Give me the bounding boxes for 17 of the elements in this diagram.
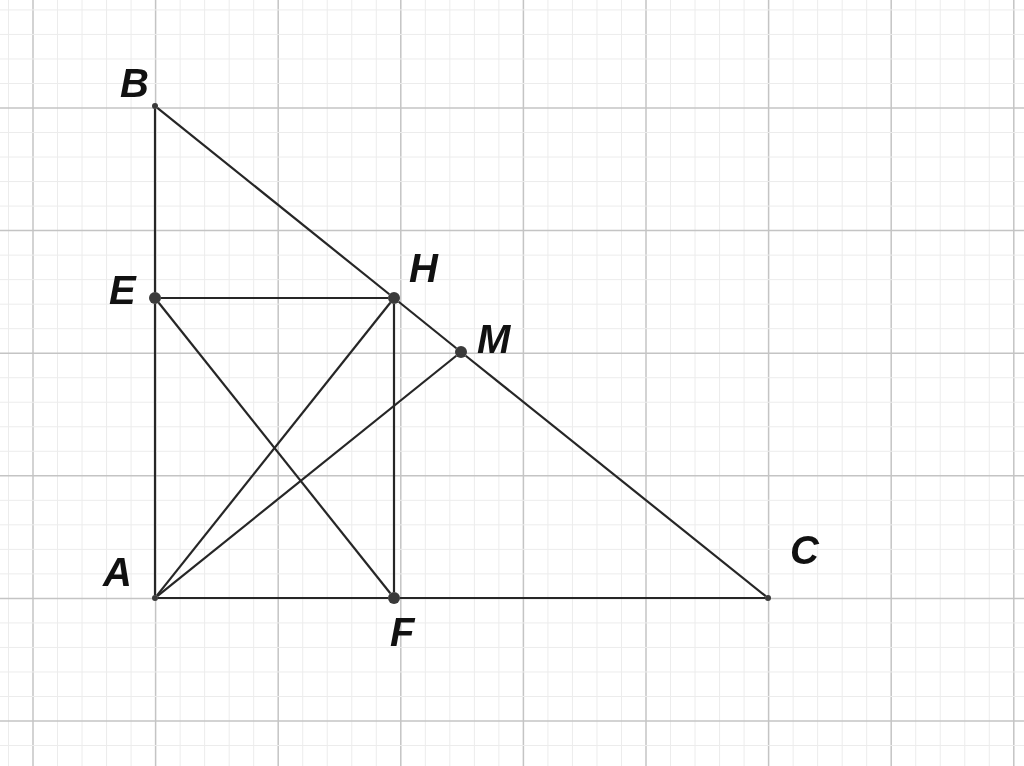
- point-label: E: [109, 268, 136, 312]
- line-segment: [153, 304, 157, 595]
- point-label: F: [390, 610, 415, 654]
- line-segment: [156, 354, 457, 597]
- point-label: M: [477, 317, 511, 361]
- line-segment: [400, 596, 765, 600]
- line-segment: [158, 596, 388, 600]
- line-segment: [398, 300, 457, 350]
- point-label: C: [790, 528, 819, 572]
- line-segment: [465, 354, 767, 597]
- line-segment: [161, 296, 388, 300]
- point-label: A: [103, 550, 132, 594]
- point-label: H: [409, 246, 438, 290]
- line-segment: [156, 107, 390, 296]
- line-segment: [153, 109, 157, 292]
- point-label: B: [120, 61, 149, 105]
- line-segment: [392, 304, 396, 592]
